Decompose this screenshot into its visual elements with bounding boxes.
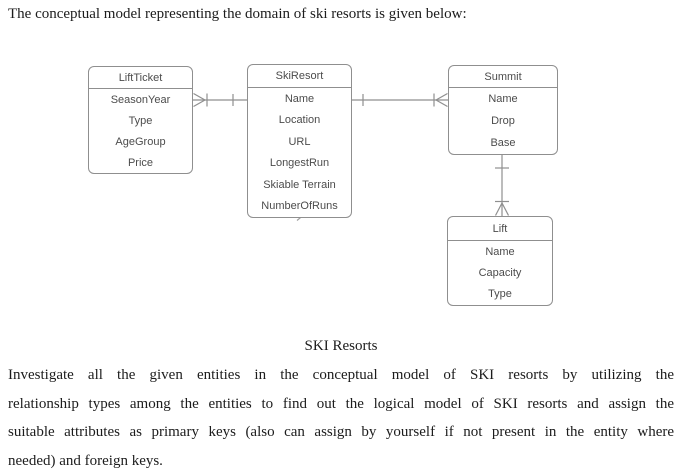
attribute-row: Price [127,156,154,169]
crows-foot-marker [435,92,448,101]
attribute-row: Name [488,93,518,105]
crows-foot-marker [193,99,206,108]
paragraph-line: Investigate all the given entities in th… [8,367,674,383]
relationship-skiresort-summit [352,92,448,108]
body-paragraph: Investigate all the given entities in th… [8,361,674,473]
attribute-list: Name Drop Base [449,88,557,154]
diagram-caption: SKI Resorts [304,338,378,354]
attribute-row: Skiable Terrain [263,178,336,191]
attribute-row: LongestRun [269,157,330,170]
attribute-row: AgeGroup [115,135,166,148]
entity-title: Lift [448,217,552,241]
attribute-row: Type [128,114,153,127]
attribute-row: Name [485,245,515,258]
attribute-row: URL [288,135,311,148]
crows-foot-marker [435,99,448,108]
attribute-row: Location [278,114,321,127]
attribute-list: Name Capacity Type [448,241,552,305]
attribute-row: Drop [491,115,515,127]
entity-liftticket: LiftTicket SeasonYear Type AgeGroup Pric… [88,66,193,174]
attribute-row: Name [284,92,315,105]
entity-title: LiftTicket [89,67,192,89]
attribute-row: Capacity [478,266,522,279]
paragraph-line: needed) and foreign keys. [8,452,163,469]
attribute-row: NumberOfRuns [261,200,338,213]
relationship-summit-lift [494,155,510,216]
attribute-row: Type [488,288,512,301]
relationship-liftticket-skiresort [193,92,247,108]
crows-foot-marker [494,202,503,216]
intro-text: The conceptual model representing the do… [8,6,467,22]
crows-foot-marker [193,92,206,101]
entity-lift: Lift Name Capacity Type [447,216,553,306]
attribute-list: SeasonYear Type AgeGroup Price [89,89,192,173]
attribute-row: SeasonYear [110,93,171,106]
entity-title: Summit [449,66,557,88]
attribute-row: Base [490,137,516,149]
crows-foot-marker [501,202,510,216]
paragraph-line: suitable attributes as primary keys (als… [8,424,674,440]
paragraph-line: relationship types among the entities to… [8,395,674,412]
attribute-list: Name Location URL LongestRun Skiable Ter… [248,88,351,217]
entity-skiresort: SkiResort Name Location URL LongestRun S… [247,64,352,218]
entity-summit: Summit Name Drop Base [448,65,558,155]
entity-title: SkiResort [248,65,351,88]
